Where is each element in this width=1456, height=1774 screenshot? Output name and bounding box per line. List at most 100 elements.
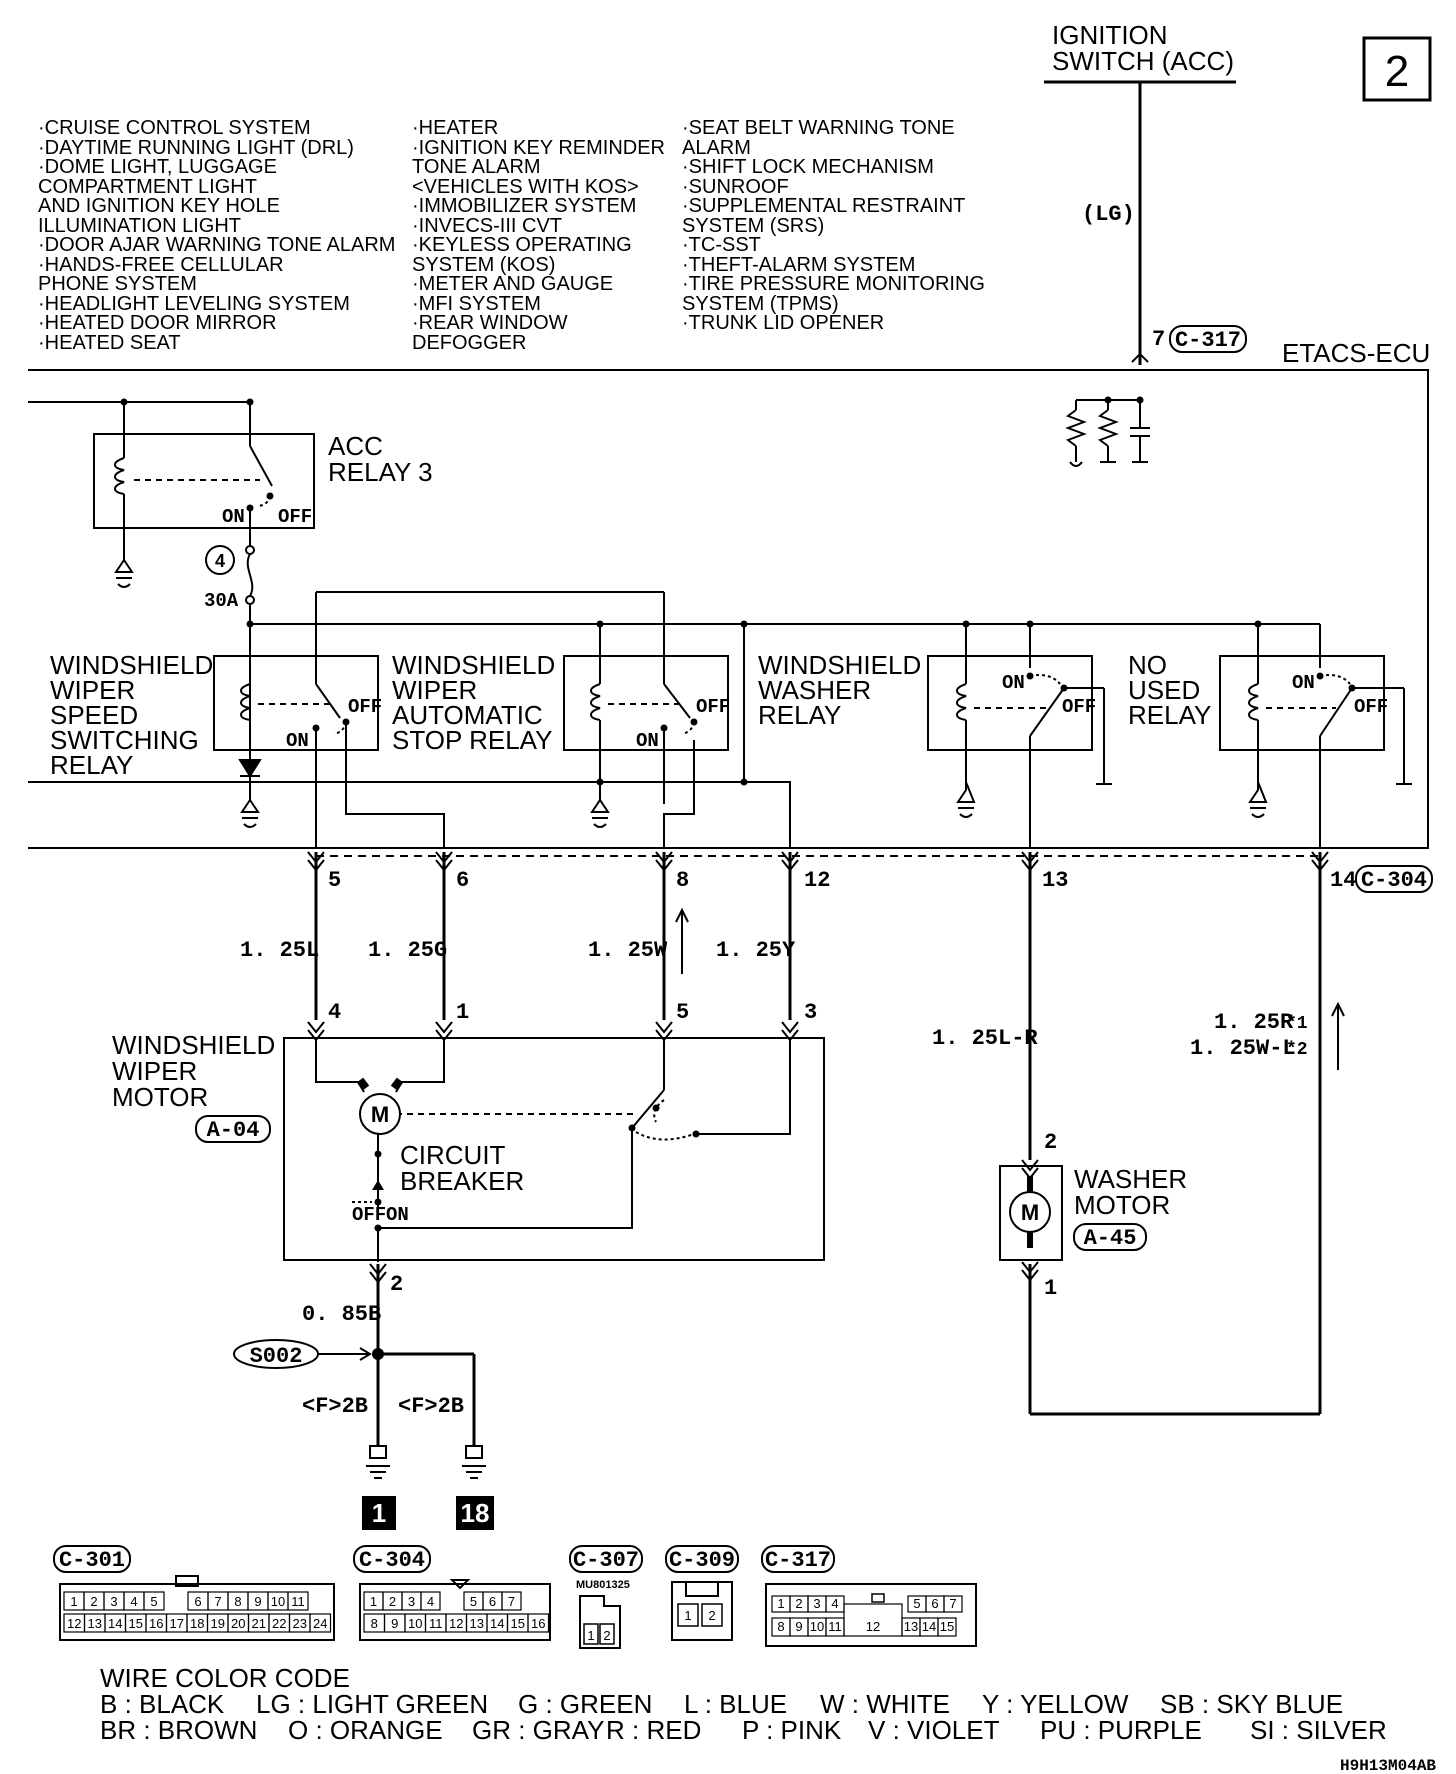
connector-pin-label: 12 [449,1616,463,1631]
connector-pin-label: 6 [489,1594,496,1609]
breaker-label: CIRCUIT [400,1140,506,1170]
connector-pin-label: 8 [234,1594,241,1609]
color-code-entry: R : RED [606,1715,701,1745]
connector-tag-c304 [1355,865,1433,893]
acc-relay-label-1: ACC [328,431,383,461]
connector-pin-label: 16 [149,1616,163,1631]
pin-arrow [1131,352,1149,363]
wire-color-code: WIRE COLOR CODE B : BLACK LG : LIGHT GRE… [100,1663,1387,1745]
motor-pin: 5 [676,1000,689,1025]
connector-pin-label: 9 [391,1616,398,1631]
connector-pin-label: 8 [777,1619,784,1634]
connector-pin-label: 6 [931,1596,938,1611]
connector-pin-label: 4 [130,1594,137,1609]
connector-pin-label: 6 [194,1594,201,1609]
svg-text:WIPER: WIPER [392,675,477,705]
ground-wire-label: <F>2B [398,1394,464,1419]
system-item: ·IGNITION KEY REMINDER [412,137,665,159]
system-item: ·SUNROOF [682,176,789,198]
system-item: ·HEATER [412,117,498,139]
washer-motor-label: WASHER [1074,1164,1187,1194]
svg-text:SWITCHING: SWITCHING [50,725,199,755]
ecu-name: ETACS-ECU [1282,338,1430,368]
svg-text:USED: USED [1128,675,1200,705]
svg-text:2: 2 [603,1628,610,1643]
motor-on: ON [386,1204,409,1226]
washer-pin: 1 [1044,1276,1057,1301]
system-item: ·DOOR AJAR WARNING TONE ALARM [38,234,395,256]
footer-code: H9H13M04AB [1340,1757,1436,1774]
svg-text:RELAY: RELAY [1128,700,1211,730]
color-code-entry: PU : PURPLE [1040,1715,1202,1745]
connector-pin-cell [501,1591,522,1611]
connector-pin-label: 1 [70,1594,77,1609]
system-item: ·TIRE PRESSURE MONITORING [682,273,985,295]
motor-icon-letter: M [1021,1200,1039,1225]
color-code-entry: GR : GRAY [472,1715,604,1745]
color-code-entry: W : WHITE [820,1689,950,1719]
connector-pin-label: 11 [291,1594,305,1609]
ignition-connector: C-317 [1175,328,1241,353]
connector-pin-label: 15 [129,1616,143,1631]
fuse-terminal [245,595,255,605]
system-item: COMPARTMENT LIGHT [38,176,257,198]
washer-relay-label: WINDSHIELD WASHER RELAY [758,650,921,730]
relay-on: ON [636,730,659,752]
washer-motor-connector: A-45 [1084,1226,1137,1251]
svg-text:C-309: C-309 [669,1548,735,1573]
connector-pin-cell [309,1613,332,1633]
system-item: SYSTEM (TPMS) [682,293,839,315]
color-code-entry: O : ORANGE [288,1715,443,1745]
system-item: DEFOGGER [412,332,526,354]
connector-pin-label: 4 [427,1594,434,1609]
acc-relay-label-2: RELAY 3 [328,457,433,487]
ecu-pin: 8 [676,868,689,893]
color-code-entry: V : VIOLET [868,1715,1000,1745]
system-item: AND IGNITION KEY HOLE [38,195,280,217]
connector-tag-a04 [195,1115,271,1143]
connector-pin-label: 4 [831,1596,838,1611]
connector-pin-label: 11 [828,1619,842,1634]
color-code-entry: Y : YELLOW [982,1689,1129,1719]
system-item: ·HEATED SEAT [38,332,181,354]
ground-icon [114,558,134,588]
svg-text:RELAY: RELAY [758,700,841,730]
system-item: SYSTEM (SRS) [682,215,824,237]
ecu-connector: C-304 [1361,868,1427,893]
relay-on: ON [286,730,309,752]
ecu-pin: 12 [804,868,830,893]
relay-off: OFF [1354,696,1388,718]
splice-label: S002 [250,1344,303,1369]
wiper-motor-label: WINDSHIELD WIPER MOTOR [112,1030,275,1112]
wire-label: 1. 25W-L [1190,1036,1296,1061]
connector-pin-label: 12 [866,1619,880,1634]
wire-note: *2 [1286,1040,1308,1060]
connector-pin-label: 10 [810,1619,824,1634]
system-item: ALARM [682,137,751,159]
motor-pin: 4 [328,1000,341,1025]
ground-icon [1248,781,1268,818]
page-number: 2 [1385,47,1409,96]
ecu-pin: 13 [1042,868,1068,893]
ecu-input-filter [1065,399,1150,467]
breaker-arrow-icon [372,1180,384,1190]
connector-pin-label: 14 [108,1616,122,1631]
splice-point [372,1348,384,1360]
color-code-entry: LG : LIGHT GREEN [256,1689,488,1719]
system-item: ·HEADLIGHT LEVELING SYSTEM [38,293,350,315]
color-code-entry: L : BLUE [684,1689,787,1719]
connector-pin-label: 24 [313,1616,327,1631]
ground-icon [366,1445,390,1479]
connector-pin-label: 12 [67,1616,81,1631]
connector-pin-label: 11 [429,1616,443,1631]
connector-tag-c317 [1169,325,1247,353]
connector-pin-cell [943,1595,963,1613]
connector-pin-label: 2 [90,1594,97,1609]
svg-text:WINDSHIELD: WINDSHIELD [392,650,555,680]
diode-icon [238,759,262,778]
connector-pin-label: 13 [88,1616,102,1631]
connector-pin-label: 3 [813,1596,820,1611]
